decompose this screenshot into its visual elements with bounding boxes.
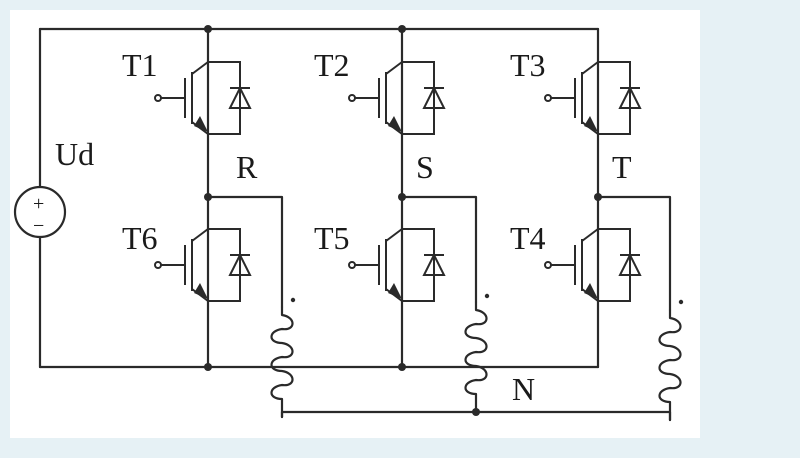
polarity-dot-icon: [678, 299, 684, 305]
source-minus-sign: −: [33, 215, 44, 237]
igbt-icon: [348, 39, 445, 157]
inductor-icon: [270, 305, 294, 419]
switch-label-t6: T6: [122, 220, 158, 256]
polarity-dot-icon: [484, 293, 490, 299]
dc-source-icon: + −: [13, 185, 67, 239]
output-r-wire: [206, 195, 284, 309]
switch-label-t3: T3: [510, 47, 546, 83]
phase-label-t: T: [612, 149, 632, 185]
source-label: Ud: [55, 136, 94, 172]
switch-label-t1: T1: [122, 47, 158, 83]
phase-label-r: R: [236, 149, 258, 185]
junction-dots: [204, 25, 602, 416]
source-plus-sign: +: [33, 193, 44, 215]
switch-label-t4: T4: [510, 220, 546, 256]
output-s-wire: [400, 195, 478, 304]
switch-label-t5: T5: [314, 220, 350, 256]
output-t-wire: [596, 195, 672, 312]
igbt-icon: [544, 39, 641, 157]
igbt-icon: [348, 206, 445, 324]
polarity-dot-icon: [290, 297, 296, 303]
phase-label-s: S: [416, 149, 434, 185]
neutral-label: N: [512, 371, 535, 407]
switch-label-t2: T2: [314, 47, 350, 83]
igbt-icon: [154, 206, 251, 324]
igbt-icon: [154, 39, 251, 157]
inductor-icon: [464, 300, 488, 414]
igbt-icon: [544, 206, 641, 324]
inductor-icon: [658, 308, 682, 422]
